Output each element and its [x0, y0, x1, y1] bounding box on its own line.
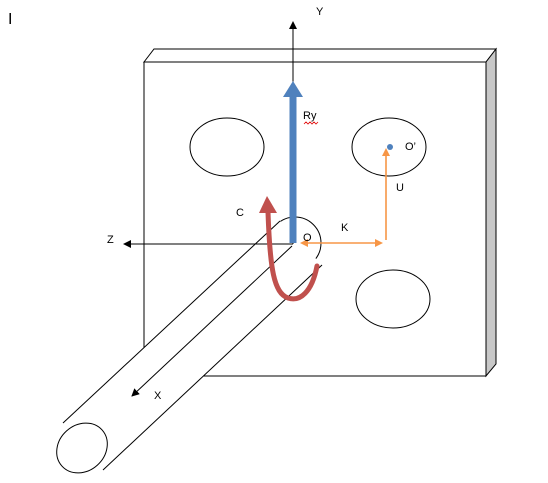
k-label: K [341, 222, 349, 234]
plate-side-face [485, 47, 497, 378]
corner-mark: I [8, 11, 12, 28]
x-axis-line [131, 245, 293, 397]
cylinder-top-edge [62, 220, 281, 424]
hole-top-right [351, 117, 427, 177]
hole-bottom-right [355, 269, 431, 329]
cylinder-end-cap [56, 422, 108, 474]
plate-top-face [142, 48, 498, 63]
c-rotation-arrow [265, 209, 320, 302]
z-axis-label: Z [107, 234, 114, 246]
cylinder-body [63, 221, 322, 470]
c-label: C [236, 207, 244, 219]
u-label: U [396, 182, 404, 194]
c-rotation-arrow-head [259, 196, 277, 213]
ry-arrow-head [283, 81, 303, 97]
o-prime-label: O’ [405, 141, 416, 153]
hole-top-left [189, 117, 265, 177]
ry-spellcheck-underline [303, 121, 319, 125]
origin-label: O [303, 232, 312, 244]
ry-label: Ry [303, 110, 317, 122]
y-axis-label: Y [316, 6, 324, 18]
x-axis-label: X [154, 390, 162, 402]
o-prime-point [387, 144, 393, 150]
